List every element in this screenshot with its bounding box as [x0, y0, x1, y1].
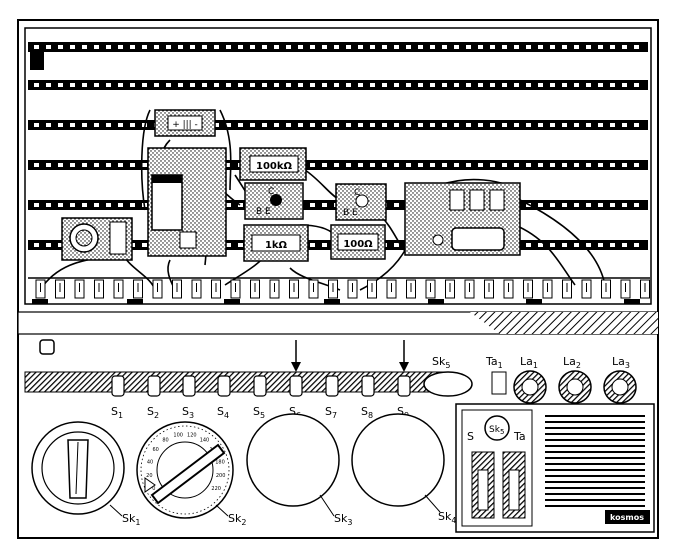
capacitor-top: + ||| -	[154, 109, 216, 137]
resistor-100k-label: 100kΩ	[256, 161, 293, 172]
dial-tick-label: 80	[162, 438, 168, 444]
transistor-2-c: C	[354, 188, 360, 198]
bottom-terminal-strip	[28, 277, 650, 304]
dial-tick-label: 180	[215, 460, 225, 466]
la1-label: La1	[520, 355, 538, 370]
switch-s9[interactable]	[397, 375, 411, 397]
ta1-label: Ta1	[485, 355, 503, 370]
transistor-2-pins: B E	[343, 208, 358, 218]
switch-s2[interactable]	[147, 375, 161, 397]
sk1-label: Sk1	[122, 512, 140, 527]
dial-tick-label: 0	[152, 486, 155, 492]
switch-s8[interactable]	[361, 375, 375, 397]
transistor-2: C B E	[335, 183, 387, 221]
sk3-label: Sk3	[334, 512, 352, 527]
dial-tick-label: 220	[211, 486, 221, 492]
switch-row: S1S2S3S4S5S6S7S8S9	[111, 375, 411, 420]
panel-s-label: S	[467, 430, 474, 443]
switch-s1[interactable]	[111, 375, 125, 397]
transistor-1: C B E	[244, 182, 304, 220]
left-tab	[30, 50, 44, 70]
sk5-oval[interactable]	[423, 371, 473, 397]
transistor-1-pins: B E	[256, 207, 271, 217]
switch-label-s7: S7	[325, 405, 337, 420]
top-labels: Sk5 Ta1 La1 La2 La3	[432, 355, 630, 370]
resistor-100-label: 100Ω	[343, 239, 373, 250]
knob-sk1[interactable]	[31, 421, 125, 515]
speaker-grille	[545, 415, 645, 507]
dial-tick-label: 200	[216, 473, 226, 479]
panel-ta-label: Ta	[513, 430, 526, 443]
knob-sk3[interactable]	[246, 413, 340, 507]
switch-label-s1: S1	[111, 405, 123, 420]
dial-tick-label: 100	[173, 433, 183, 439]
capacitor-top-label: + ||| -	[172, 120, 198, 130]
resistor-100k: 100kΩ	[239, 147, 307, 181]
la3-label: La3	[612, 355, 630, 370]
knobs: 020406080100120140160180200220	[31, 413, 445, 519]
indicator-lamp	[39, 339, 55, 355]
sk5-label: Sk5	[432, 355, 450, 370]
dial-tick-label: 40	[147, 460, 153, 466]
switch-band	[24, 371, 451, 393]
switch-label-s3: S3	[182, 405, 194, 420]
dial-tick-label: 20	[146, 473, 152, 479]
switch-label-s5: S5	[253, 405, 265, 420]
sk2-label: Sk2	[228, 512, 246, 527]
top-right-controls	[423, 370, 637, 404]
switch-label-s4: S4	[217, 405, 229, 420]
housing-hatch	[470, 312, 658, 334]
sk4-label: Sk4	[438, 510, 456, 525]
resistor-100: 100Ω	[330, 224, 386, 260]
brand-label: kosmos	[610, 513, 644, 522]
knob-sk2[interactable]: 020406080100120140160180200220	[136, 421, 234, 519]
switch-s6[interactable]	[289, 375, 303, 397]
la2-label: La2	[563, 355, 581, 370]
arrows	[291, 340, 409, 372]
dial-tick-label: 60	[152, 447, 158, 453]
resistor-1k-label: 1kΩ	[265, 240, 288, 251]
switch-label-s8: S8	[361, 405, 373, 420]
potentiometer-module	[61, 217, 133, 261]
knob-labels: Sk1 Sk2 Sk3 Sk4	[109, 494, 456, 527]
switch-s4[interactable]	[217, 375, 231, 397]
switch-s5[interactable]	[253, 375, 267, 397]
sk5-panel-knob[interactable]	[484, 415, 510, 441]
ta1-button[interactable]	[491, 371, 507, 395]
knob-sk4[interactable]	[351, 413, 445, 507]
speaker-panel: Sk5 S Ta kosmos	[455, 403, 655, 533]
dial-tick-label: 140	[200, 438, 210, 444]
dial-tick-label: 120	[187, 433, 197, 439]
relay-module	[404, 182, 521, 256]
electrolytic-module	[147, 147, 227, 257]
switch-label-s2: S2	[147, 405, 159, 420]
transistor-1-c: C	[268, 187, 274, 197]
panel-sk5-label: Sk5	[489, 425, 504, 436]
switch-s3[interactable]	[182, 375, 196, 397]
brand-badge	[605, 510, 650, 524]
switch-s7[interactable]	[325, 375, 339, 397]
resistor-1k: 1kΩ	[243, 224, 309, 262]
